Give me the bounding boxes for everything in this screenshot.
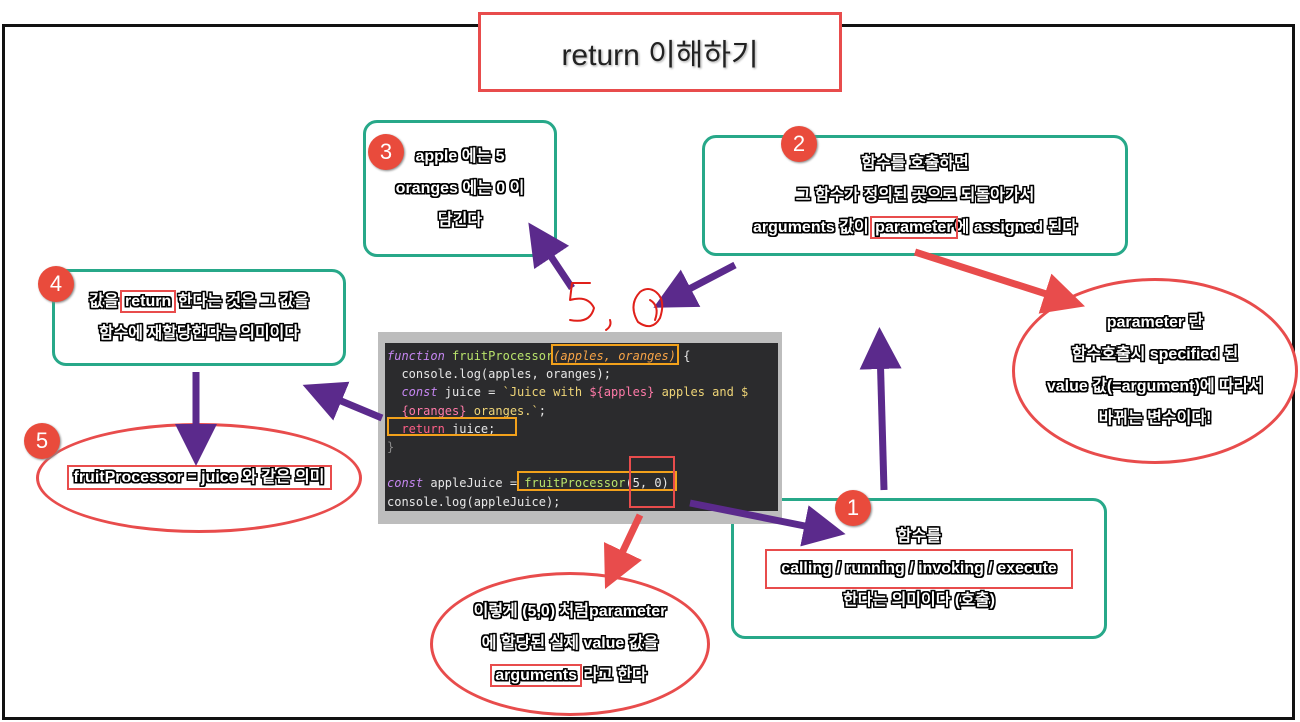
step-3-line-2: oranges 에는 0 이 [395,179,525,197]
page-title: return 이해하기 [561,39,759,72]
step-4-badge: 4 [38,266,74,302]
step-2-line-1: 함수를 호출하면 [861,154,969,172]
arrow-step-1-to-step-2 [859,327,902,491]
parameter-highlight: parameter [870,215,958,239]
step-4-line-1-post: 한다는 것은 그 값을 [173,292,309,310]
code-editor: function fruitProcessor(apples, oranges)… [385,343,778,511]
code-line-1: function fruitProcessor(apples, oranges)… [387,349,691,363]
call-highlight-box [517,471,677,491]
arguments-def-line-3: arguments 라고 한다 [490,660,647,692]
arrow-code-to-step-4 [302,381,384,422]
return-highlight: return [120,289,177,313]
return-code-highlight-box [387,417,517,436]
step-2-line-2: 그 함수가 정의된 곳으로 되돌아가서 [795,186,1035,204]
step-4-line-1: 값을 return 한다는 것은 그 값을 [89,286,309,318]
arguments-definition-ellipse: 이렇게 (5,0) 처럼parameter 에 할당된 실제 value 값을 … [430,572,710,716]
code-line-5: return juice; [387,421,496,436]
code-line-4: {oranges} oranges.`; [387,403,546,418]
step-3-line-1: apple 에는 5 [415,147,505,165]
step-3-line-3: 담긴다 [437,211,483,229]
step-2-line-3-pre: arguments 값이 [753,218,874,236]
parameter-def-line-3: value 값(=argument)에 따라서 [1046,378,1264,395]
arguments-def-line-3-post: 라고 한다 [579,667,647,684]
arrow-args-to-arguments-ellipse [603,513,644,589]
step-5-line-1: fruitProcessor = juice 와 같은 의미 [66,462,332,494]
parameter-def-line-4: 바뀌는 변수이다! [1098,410,1212,427]
code-line-6: } [387,440,395,455]
step-5-text: fruitProcessor = juice 와 같은 의미 [66,465,332,490]
parameter-def-line-2: 함수호출시 specified 된 [1071,346,1239,363]
step-1-line-1: 함수를 [896,527,942,545]
step-4-box: 값을 return 한다는 것은 그 값을 함수에 재할당한다는 의미이다 [52,269,346,366]
step-1-line-2: calling / running / invoking / execute [765,548,1073,589]
code-line-8: const appleJuice = fruitProcessor(5, 0) [387,476,669,491]
arguments-def-line-2: 에 할당된 실제 value 값을 [481,635,659,652]
step-3-badge: 3 [368,134,404,170]
step-2-box: 함수를 호출하면 그 함수가 정의된 곳으로 되돌아가서 arguments 값… [702,135,1128,256]
step-2-line-3-post: 에 assigned 된다 [954,218,1077,236]
step-4-line-2: 함수에 재할당한다는 의미이다 [98,324,300,342]
arguments-highlight: arguments [490,664,582,687]
handwritten-5-0 [569,282,664,331]
params-highlight-box [551,344,679,365]
step-1-box: 함수를 calling / running / invoking / execu… [731,498,1107,639]
step-4-line-1-pre: 값을 [89,292,124,310]
arrow-parameter-to-definition [913,248,1086,314]
arrow-to-step-3 [528,222,575,290]
step-1-line-3: 한다는 의미이다 (호출) [842,591,996,609]
code-line-2: console.log(apples, oranges); [387,367,611,382]
args-highlight-box [629,456,675,508]
code-snippet: function fruitProcessor(apples, oranges)… [378,332,782,524]
arrow-code-to-step-1 [689,499,846,547]
arrow-step-2-to-code [653,261,737,308]
parameter-def-line-1: parameter 란 [1106,314,1204,331]
arguments-def-line-1: 이렇게 (5,0) 처럼parameter [473,603,667,620]
step-5-badge: 5 [24,423,60,459]
title-box: return 이해하기 [478,12,842,92]
code-line-3: const juice = `Juice with ${apples} appl… [387,385,749,400]
code-line-9: console.log(appleJuice); [387,494,561,509]
step-2-badge: 2 [781,126,817,162]
